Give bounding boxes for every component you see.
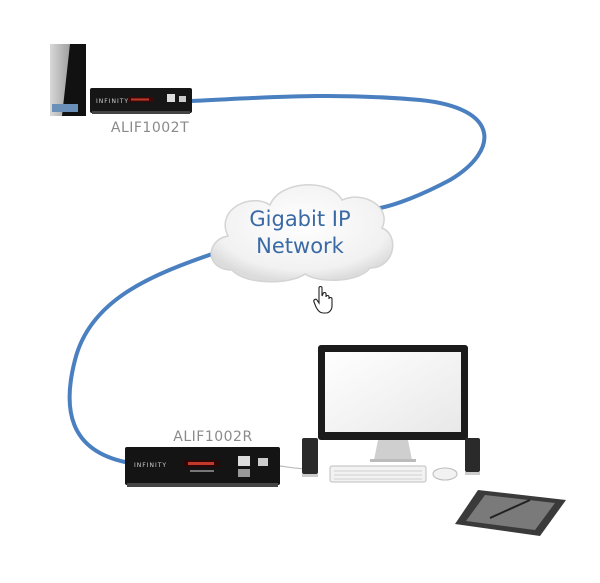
keyboard (329, 465, 427, 483)
tower-pc (50, 44, 86, 116)
receiver-brand: INFINITY (134, 462, 167, 469)
network-label-line1: Gigabit IP (249, 207, 350, 231)
speaker-left (302, 438, 318, 477)
transmitter-label: ALIF1002T (111, 120, 189, 136)
cable-network-to-receiver (67, 250, 220, 464)
transmitter-brand: INFINITY (96, 98, 129, 105)
mouse (432, 467, 458, 481)
cable-transmitter-to-network (188, 94, 487, 210)
network-label-line2: Network (256, 234, 345, 258)
network-cloud (210, 184, 394, 283)
speaker-right (465, 438, 480, 475)
monitor (318, 345, 468, 462)
receiver-label: ALIF1002R (173, 429, 252, 445)
transmitter-device: INFINITY (90, 88, 192, 114)
receiver-device: INFINITY (125, 447, 280, 487)
hand-pointer-icon (313, 285, 333, 314)
graphics-tablet (455, 490, 566, 536)
